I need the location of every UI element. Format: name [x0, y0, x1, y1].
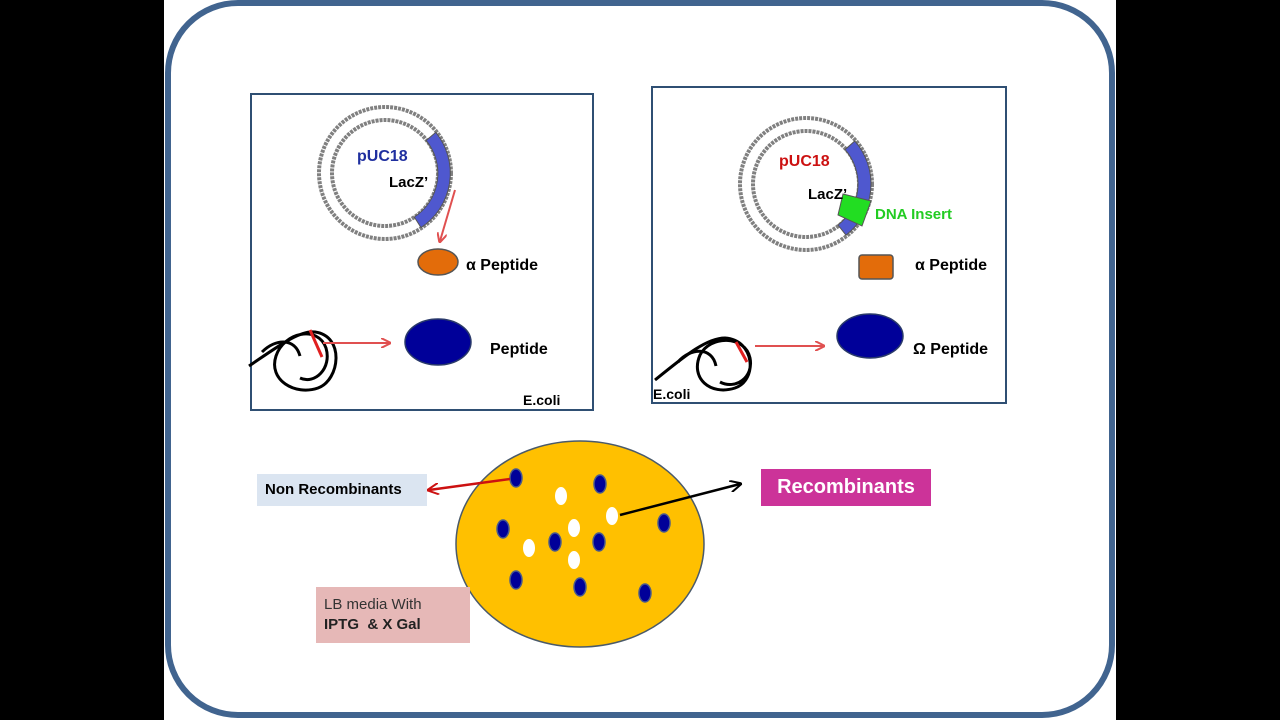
left-alpha-peptide-shape — [417, 248, 459, 276]
right-ecoli-label: E.coli — [653, 386, 690, 402]
white-colony — [606, 507, 618, 525]
left-alpha-peptide-label: α Peptide — [466, 257, 538, 274]
left-ecoli-label: E.coli — [523, 392, 560, 408]
left-lacz-label: LacZ’ — [389, 174, 428, 191]
left-plasmid-label: pUC18 — [357, 148, 408, 165]
blue-colony — [593, 474, 607, 494]
right-ecoli-genome — [654, 336, 752, 392]
non-recombinants-arrow — [429, 477, 511, 490]
right-plasmid — [738, 116, 874, 252]
white-colony — [523, 539, 535, 557]
left-ecoli-genome — [248, 329, 338, 392]
media-line2: IPTG & X Gal — [324, 616, 421, 633]
white-colony — [555, 487, 567, 505]
media-label: LB media With IPTG & X Gal — [316, 587, 470, 643]
right-dna-insert-segment — [837, 193, 872, 227]
blue-colony — [509, 468, 523, 488]
blue-colony — [496, 519, 510, 539]
right-alpha-peptide-label: α Peptide — [915, 257, 987, 274]
right-panel-border — [651, 86, 1007, 404]
white-colony — [568, 551, 580, 569]
left-panel-border — [250, 93, 594, 411]
right-omega-peptide-label: Ω Peptide — [913, 341, 988, 358]
left-plasmid — [317, 105, 453, 241]
media-line1: LB media With — [324, 596, 422, 613]
blue-colony — [509, 570, 523, 590]
blue-colony — [638, 583, 652, 603]
slide-frame — [165, 0, 1115, 718]
right-omega-peptide-shape — [836, 313, 904, 359]
white-colonies — [523, 487, 618, 569]
left-peptide-shape — [404, 318, 472, 366]
right-lacz-label: LacZ’ — [808, 186, 847, 203]
blue-colony — [592, 532, 606, 552]
left-lacz-segment — [413, 131, 451, 229]
left-lacz-arrow — [440, 189, 456, 241]
blue-colony — [657, 513, 671, 533]
blue-colony — [548, 532, 562, 552]
recombinants-arrow — [619, 484, 740, 517]
right-dna-insert-label: DNA Insert — [875, 206, 952, 223]
right-alpha-peptide-shape — [858, 254, 894, 280]
blue-colonies — [496, 468, 671, 603]
lb-plate — [455, 440, 705, 648]
left-peptide-label: Peptide — [490, 341, 548, 358]
white-colony — [568, 519, 580, 537]
recombinants-label: Recombinants — [761, 469, 931, 506]
non-recombinants-label: Non Recombinants — [257, 474, 427, 506]
right-plasmid-label: pUC18 — [779, 153, 830, 170]
blue-colony — [573, 577, 587, 597]
